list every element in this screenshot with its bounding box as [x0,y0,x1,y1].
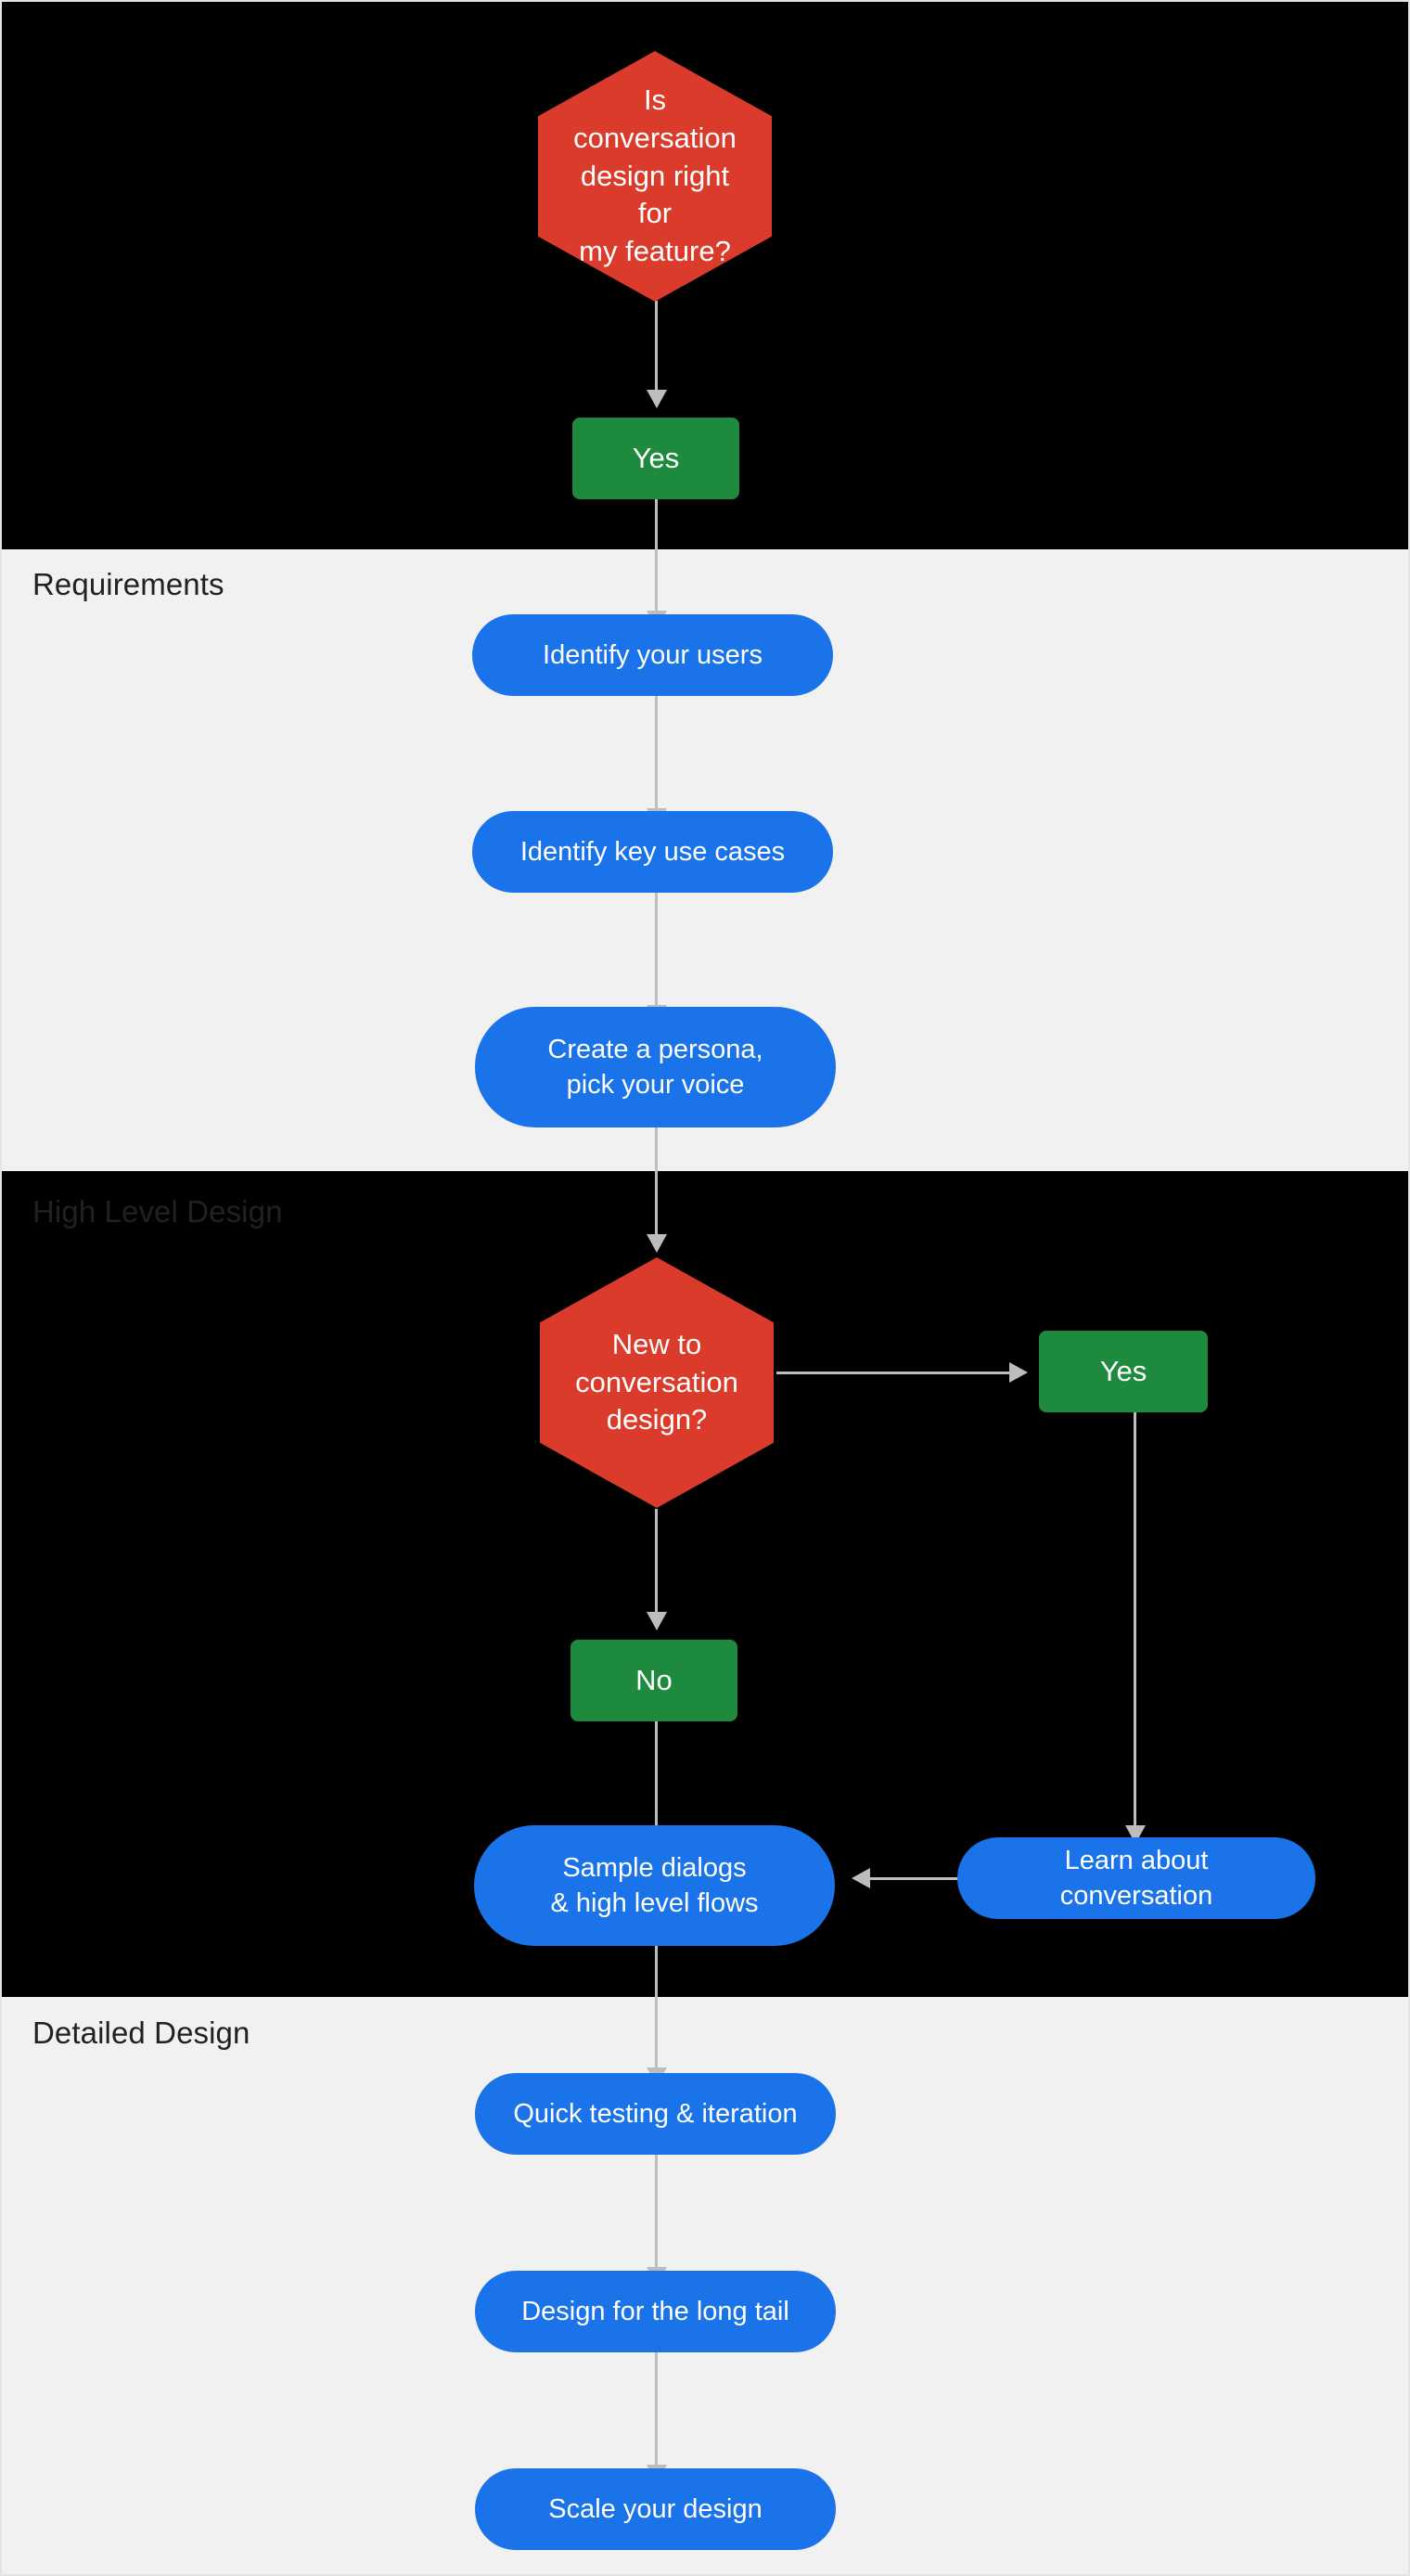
decision-line-2: design right for [580,159,730,230]
connector-persona-to-decision-arrow [647,1234,667,1253]
connector-sample-to-testing [655,1946,658,2071]
answer-node-yes-start[interactable]: Yes [572,418,739,499]
step-node-create-persona-pick-voice[interactable]: Create a persona, pick your voice [475,1007,836,1127]
connector-no-to-sample [655,1719,658,1840]
connector-cases-to-persona [655,893,658,1009]
decision-line-3: design? [606,1403,708,1436]
decision-line-3: my feature? [579,235,731,268]
step-node-sample-dialogs-high-level-flows[interactable]: Sample dialogs & high level flows [474,1825,835,1946]
step-node-identify-key-use-cases[interactable]: Identify key use cases [472,811,833,893]
connector-testing-to-longtail [655,2155,658,2271]
answer-node-no[interactable]: No [570,1640,737,1721]
connector-decision-to-yes [776,1372,1013,1374]
connector-users-to-cases [655,696,658,812]
step-line-2: pick your voice [566,1070,745,1100]
step-node-design-for-long-tail[interactable]: Design for the long tail [475,2271,836,2352]
section-label-high-level-design: High Level Design [32,1194,283,1229]
connector-decision-to-no [655,1509,658,1616]
decision-line-1: Is conversation [573,83,737,154]
section-label-requirements: Requirements [32,567,224,601]
decision-line-2: conversation [575,1365,738,1398]
step-line-1: Sample dialogs [562,1852,747,1883]
connector-decision-to-yes-arrow [1009,1362,1028,1383]
step-line-2: & high level flows [550,1888,759,1918]
connector-decision-to-no-arrow [647,1612,667,1630]
connector-longtail-to-scale [655,2352,658,2468]
connector-yes-to-users [655,498,658,614]
answer-node-yes-new[interactable]: Yes [1039,1331,1208,1412]
connector-learn-to-sample-arrow [852,1868,870,1888]
decision-line-1: New to [611,1327,702,1360]
section-label-detailed-design: Detailed Design [32,2016,250,2050]
step-node-scale-your-design[interactable]: Scale your design [475,2468,836,2550]
connector-yes-to-learn [1134,1402,1136,1829]
step-node-learn-about-conversation[interactable]: Learn about conversation [957,1837,1315,1919]
connector-learn-to-sample [869,1877,1018,1880]
connector-start-to-yes-arrow [647,390,667,408]
connector-persona-to-decision [655,1127,658,1238]
step-node-quick-testing-iteration[interactable]: Quick testing & iteration [475,2073,836,2155]
step-line-1: Create a persona, [547,1034,763,1064]
step-node-identify-your-users[interactable]: Identify your users [472,614,833,696]
connector-start-to-yes [655,301,658,393]
